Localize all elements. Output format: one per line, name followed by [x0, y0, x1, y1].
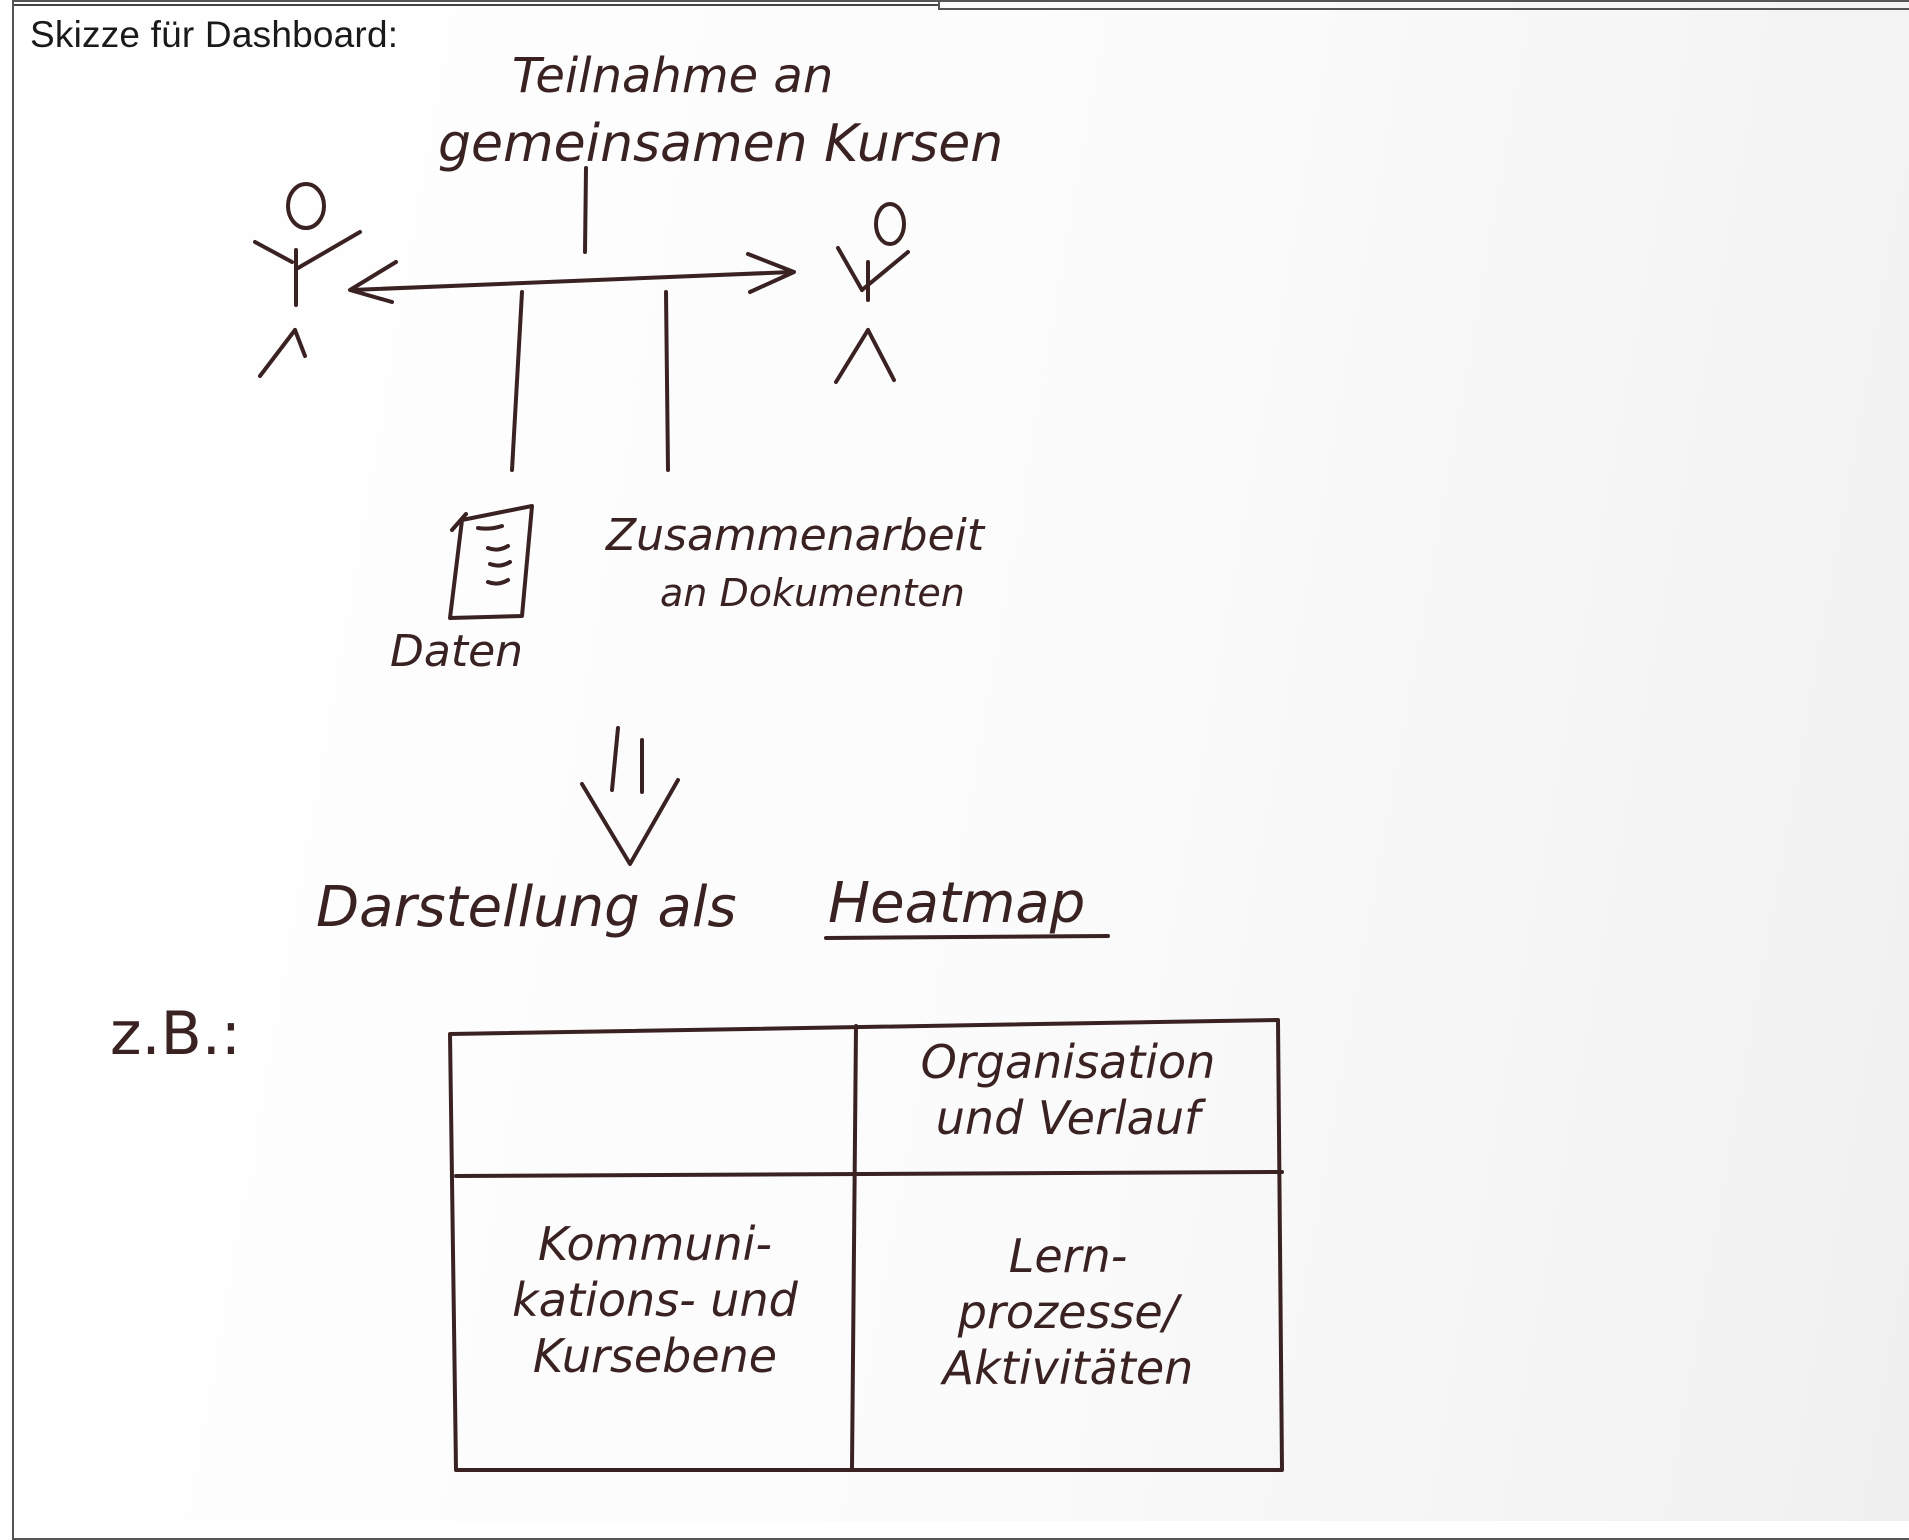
top-label-connector — [583, 166, 588, 254]
document-icon — [448, 504, 534, 620]
document-label: Daten — [390, 626, 524, 677]
heatmap-underline — [824, 934, 1110, 940]
heatmap-table-grid — [448, 1018, 1284, 1472]
document-connector — [510, 290, 524, 472]
table-cell-bottom-right: Lern- prozesse/ Aktivitäten — [942, 1229, 1194, 1396]
top-label-line1: Teilnahme an — [512, 48, 834, 104]
right-person-icon — [834, 202, 910, 384]
page-title: Skizze für Dashboard: — [30, 14, 399, 55]
result-prefix: Darstellung als — [316, 875, 737, 940]
double-arrow-icon — [348, 252, 796, 304]
header-rule-left — [12, 0, 938, 6]
table-cell-top-right: Organisation und Verlauf — [920, 1035, 1216, 1146]
table-cell-bottom-left: Kommuni- kations- und Kursebene — [512, 1217, 798, 1384]
implication-arrow-icon — [580, 726, 680, 866]
collab-connector — [664, 290, 670, 472]
result-emphasis: Heatmap — [828, 871, 1086, 936]
header-rule-right — [938, 0, 1909, 10]
left-person-icon — [253, 182, 362, 378]
top-label-line2: gemeinsamen Kursen — [438, 114, 1004, 174]
collab-label-line1: Zusammenarbeit — [606, 510, 985, 561]
collab-label-line2: an Dokumenten — [660, 571, 965, 615]
table-cell-top-left — [456, 1036, 854, 1172]
example-label: z.B.: — [110, 999, 242, 1069]
